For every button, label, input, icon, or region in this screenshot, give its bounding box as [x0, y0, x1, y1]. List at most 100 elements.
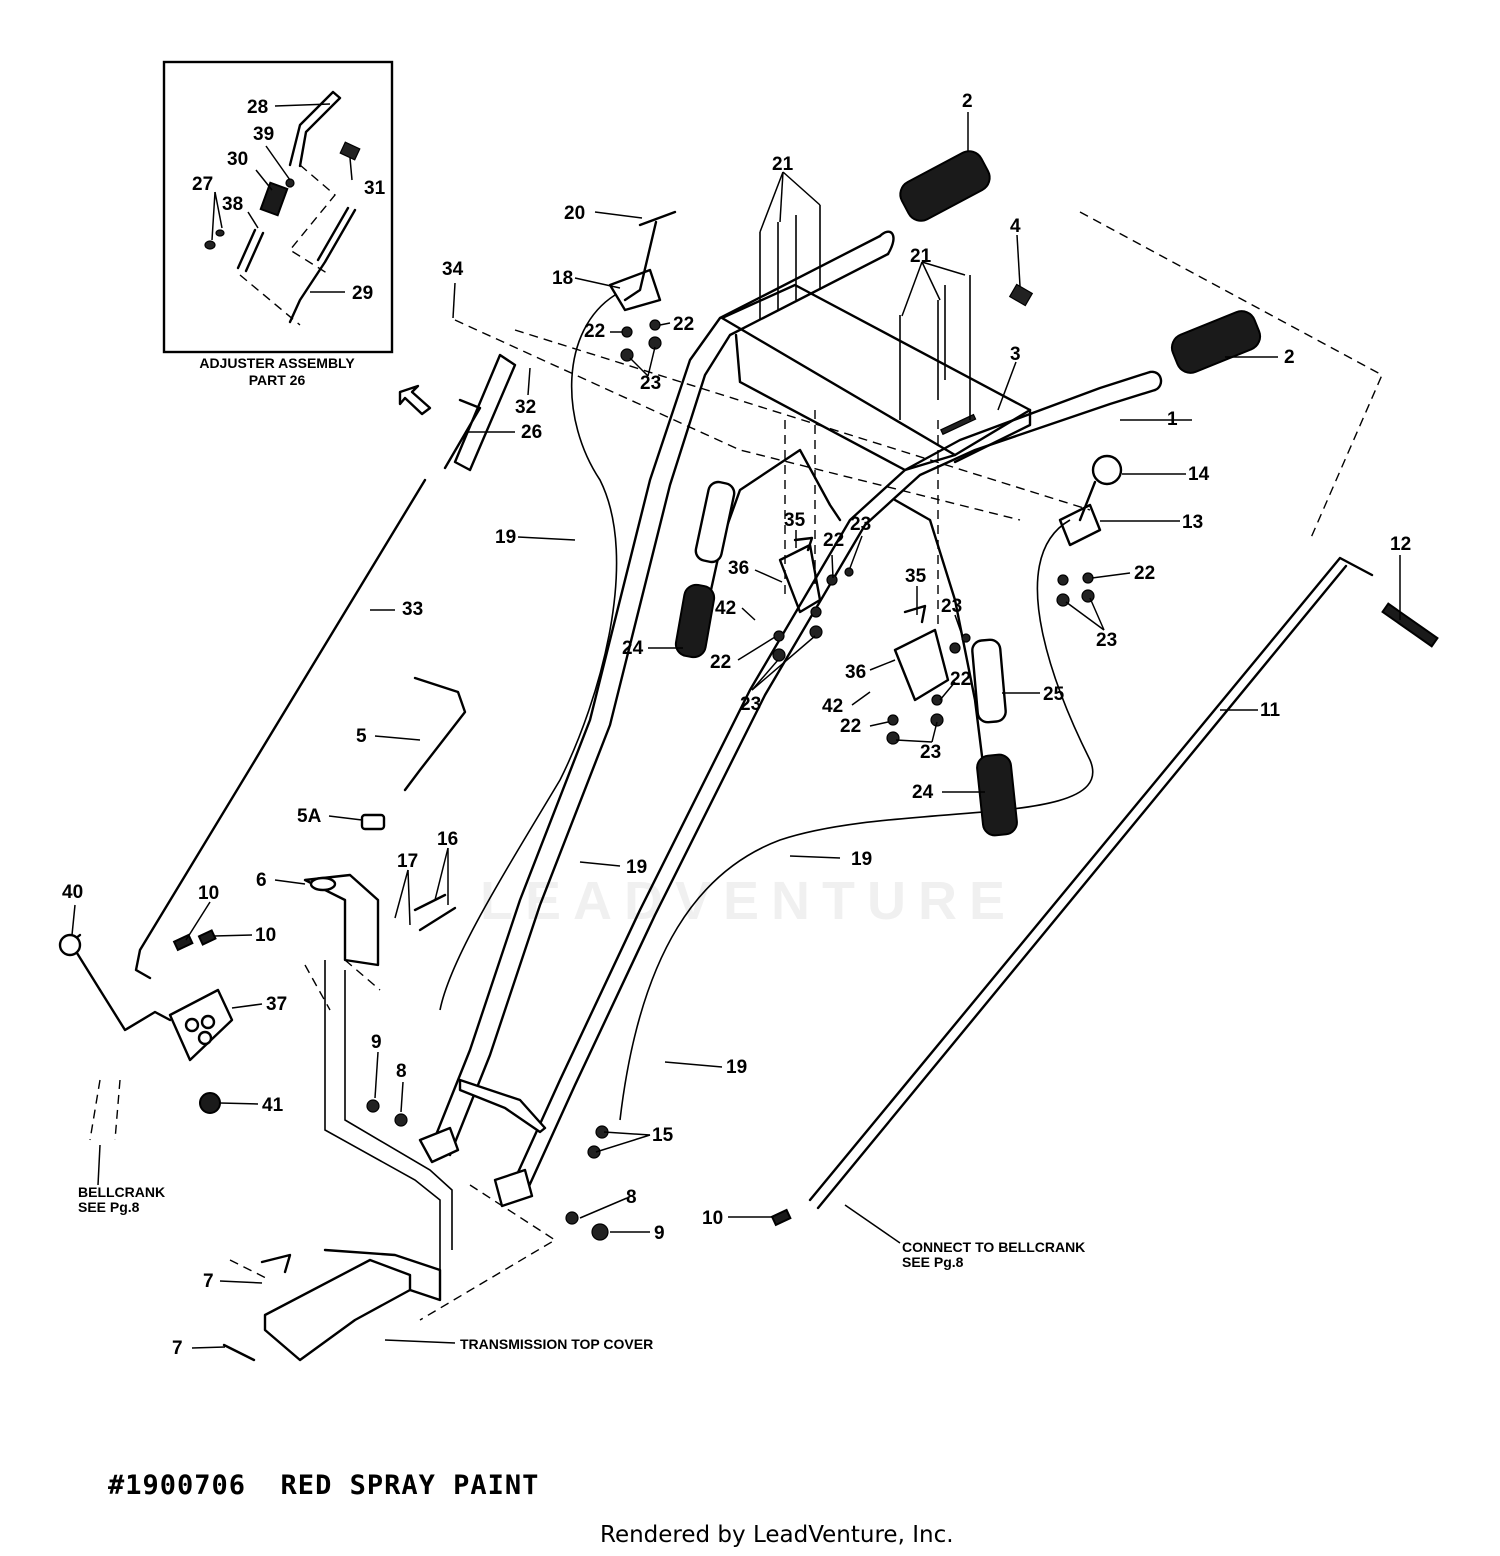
callout-20: 20 [564, 203, 585, 224]
callout-21-left: 21 [772, 154, 794, 175]
callout-42-right: 42 [822, 696, 843, 717]
bolt-set-right [899, 275, 971, 420]
note-connect-1: CONNECT TO BELLCRANK [902, 1239, 1085, 1255]
callout-6: 6 [256, 870, 267, 891]
callout-36-right: 36 [845, 662, 866, 683]
spring-10a [172, 933, 194, 952]
note-bellcrank-left-1: BELLCRANK [78, 1184, 165, 1200]
callout-22-e: 22 [823, 530, 844, 551]
callout-22-a: 22 [584, 321, 605, 342]
bracket-13 [1058, 480, 1102, 547]
callout-17: 17 [397, 851, 418, 872]
bracket-37 [168, 988, 234, 1062]
callout-16: 16 [437, 829, 458, 850]
handle-assembly [418, 230, 1163, 1208]
callout-9-right: 9 [654, 1223, 665, 1244]
callout-21-right: 21 [910, 246, 932, 267]
grip-24-upper-outline [694, 480, 736, 564]
callout-27: 27 [192, 174, 213, 195]
linkage-rod-left [98, 988, 172, 1032]
grip-25 [971, 638, 1007, 724]
callout-23-d: 23 [850, 514, 871, 535]
transmission-cover [222, 960, 557, 1362]
callout-22-c: 22 [1134, 563, 1155, 584]
bracket-6-hole [309, 876, 337, 892]
callout-19-c: 19 [851, 849, 872, 870]
grip-24-upper [674, 583, 716, 659]
callout-4: 4 [1010, 216, 1021, 237]
callout-11: 11 [1260, 700, 1281, 721]
rod-33 [134, 478, 427, 980]
callout-23-c: 23 [740, 694, 761, 715]
reference-dashes [229, 211, 1383, 1281]
callout-2-right-grip: 2 [1284, 347, 1295, 368]
callout-22-d: 22 [710, 652, 731, 673]
callout-31: 31 [364, 178, 386, 199]
callout-26: 26 [521, 422, 542, 443]
callout-32: 32 [515, 397, 536, 418]
notes: BELLCRANK SEE Pg.8 CONNECT TO BELLCRANK … [78, 1184, 1085, 1352]
callout-35-right: 35 [905, 566, 927, 587]
bushing-5a [360, 813, 386, 831]
bolt-16 [413, 893, 457, 932]
spring-10c [770, 1208, 792, 1227]
callout-30: 30 [227, 149, 248, 170]
callout-8-left: 8 [396, 1061, 407, 1082]
bracket-18 [608, 268, 662, 312]
adjuster-26 [443, 353, 517, 472]
inset-title: ADJUSTER ASSEMBLY [199, 355, 355, 371]
callout-19-d: 19 [726, 1057, 747, 1078]
bracket-36-left [778, 536, 822, 614]
render-credit: Rendered by LeadVenture, Inc. [600, 1522, 954, 1548]
lever-20 [623, 210, 677, 302]
paint-part-number: #1900706 RED SPRAY PAINT [108, 1470, 540, 1501]
callout-39: 39 [253, 124, 274, 145]
grip-24-lower [976, 753, 1018, 837]
bracket-36-right [893, 604, 950, 702]
callout-33: 33 [402, 599, 423, 620]
callout-28: 28 [247, 97, 268, 118]
callout-19-b: 19 [626, 857, 647, 878]
nut-41 [199, 1092, 221, 1114]
callout-10-lower: 10 [702, 1208, 723, 1229]
left-handle-grip [899, 150, 991, 222]
bolt-set-left [759, 205, 821, 320]
note-transmission-cover: TRANSMISSION TOP COVER [460, 1336, 653, 1352]
callout-18: 18 [552, 268, 573, 289]
callout-23-a: 23 [640, 373, 661, 394]
callout-15: 15 [652, 1125, 674, 1146]
callout-1: 1 [1167, 409, 1178, 430]
knob-14 [1091, 454, 1123, 486]
bellcrank-ghost [89, 1079, 121, 1141]
callout-41: 41 [262, 1095, 284, 1116]
note-bellcrank-left-2: SEE Pg.8 [78, 1199, 140, 1215]
callout-19-a: 19 [495, 527, 516, 548]
callout-23-b: 23 [1096, 630, 1117, 651]
direction-arrow [398, 384, 432, 416]
adjuster-assembly-inset: ADJUSTER ASSEMBLY PART 26 [162, 60, 394, 388]
callout-24-lower: 24 [912, 782, 934, 803]
callouts: 1 2 2 3 4 5 5A 6 7 7 8 8 9 9 10 10 10 11… [62, 91, 1411, 1359]
bracket-6 [303, 873, 380, 967]
leader-lines [71, 112, 1401, 1349]
callout-9-left: 9 [371, 1032, 382, 1053]
rod-12-end [1381, 602, 1439, 648]
callout-25: 25 [1043, 684, 1065, 705]
control-lever-right [893, 498, 992, 822]
callout-5: 5 [356, 726, 367, 747]
callout-35-left: 35 [784, 510, 806, 531]
callout-2-left-grip: 2 [962, 91, 973, 112]
callout-42-left: 42 [715, 598, 736, 619]
callout-23-e: 23 [941, 596, 962, 617]
rod-5 [403, 676, 467, 792]
callout-29: 29 [352, 283, 373, 304]
callout-3: 3 [1010, 344, 1021, 365]
console-tray [720, 283, 1032, 472]
note-connect-2: SEE Pg.8 [902, 1254, 964, 1270]
watermark: LEADVENTURE [480, 871, 1018, 931]
callout-40: 40 [62, 882, 83, 903]
callout-37: 37 [266, 994, 287, 1015]
callout-38: 38 [222, 194, 243, 215]
spring-10b [197, 929, 217, 946]
